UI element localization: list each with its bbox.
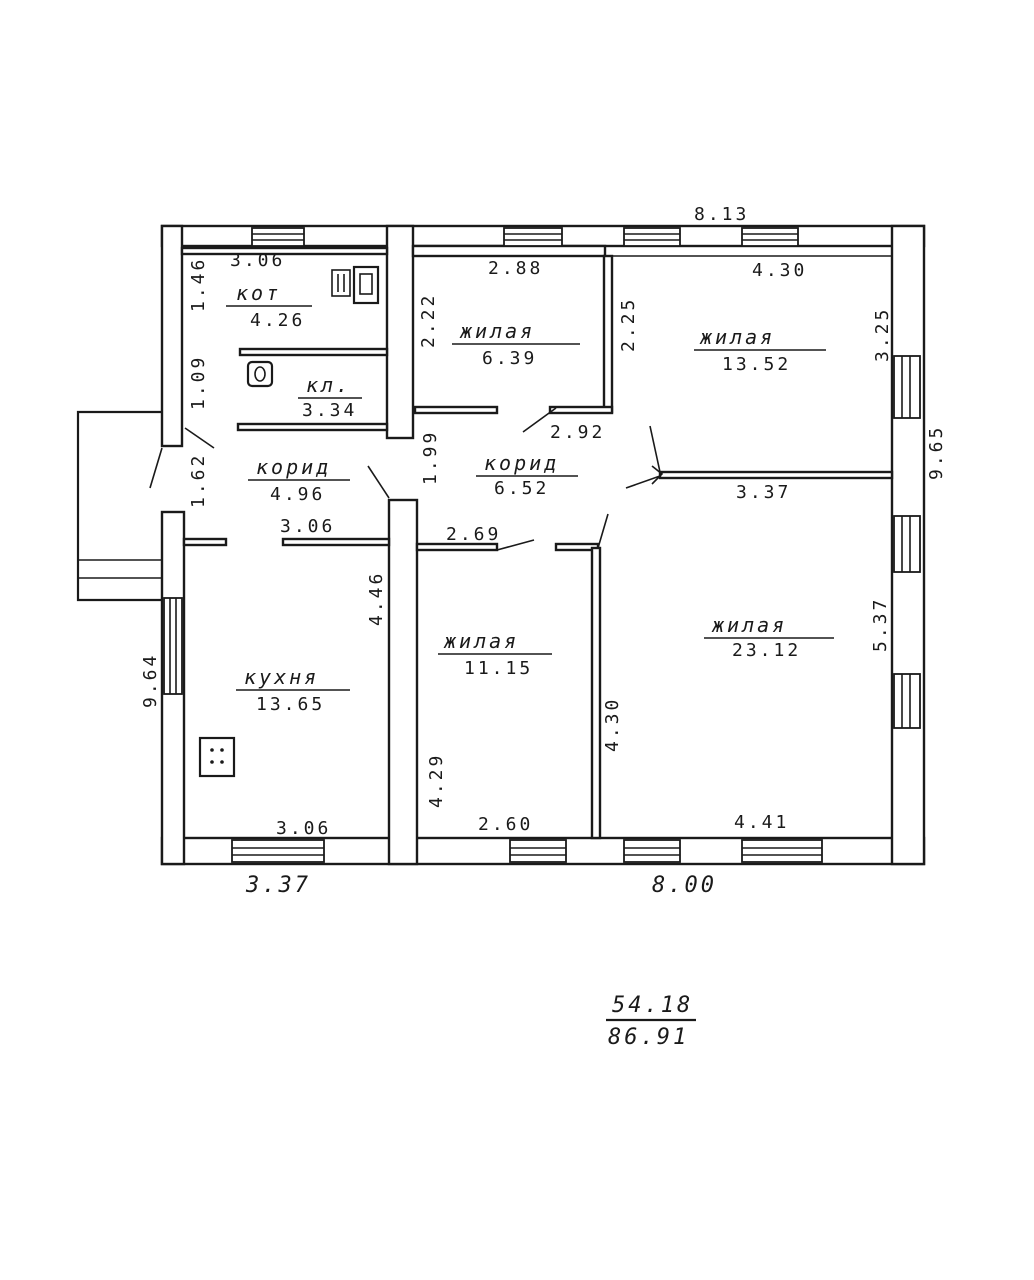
room-labels: кот 4.26 кл. 3.34 корид 4.96 корид 6.52 … bbox=[226, 281, 834, 715]
dim-living3-height: 4.29 bbox=[426, 753, 447, 808]
total-living-area: 54.18 bbox=[612, 993, 693, 1018]
dim-corridor2-width: 2.92 bbox=[550, 422, 605, 443]
dim-overall-width: 8.13 bbox=[694, 204, 749, 225]
dim-corridor1-width: 3.06 bbox=[280, 516, 335, 537]
dim-corridor-door-height: 1.99 bbox=[420, 430, 441, 485]
fixtures bbox=[198, 265, 380, 778]
windows bbox=[163, 227, 921, 863]
room-area-kitchen: 13.65 bbox=[256, 694, 325, 715]
dim-bottom-right: 8.00 bbox=[652, 873, 717, 898]
dim-boiler-width: 3.06 bbox=[230, 250, 285, 271]
dim-pantry-height: 1.09 bbox=[188, 355, 209, 410]
totals: 54.18 86.91 bbox=[606, 993, 696, 1050]
room-area-living-1: 6.39 bbox=[482, 348, 537, 369]
room-area-pantry: 3.34 bbox=[302, 400, 357, 421]
dim-bottom-left: 3.37 bbox=[245, 873, 311, 898]
dim-living2-height: 3.25 bbox=[872, 307, 893, 362]
room-area-living-2: 13.52 bbox=[722, 354, 791, 375]
dim-living1-height: 2.22 bbox=[418, 293, 439, 348]
dim-living4-width: 4.41 bbox=[734, 812, 789, 833]
room-label-pantry: кл. bbox=[306, 373, 351, 397]
dim-boiler-height: 1.46 bbox=[188, 257, 209, 312]
room-label-living-2: жилая bbox=[699, 325, 775, 349]
dim-living1-width: 2.88 bbox=[488, 258, 543, 279]
dim-kitchen-height: 4.46 bbox=[366, 571, 387, 626]
room-label-corridor-2: корид bbox=[484, 451, 559, 475]
stove-icon bbox=[352, 265, 380, 305]
kitchen-stove-icon bbox=[198, 736, 236, 778]
room-label-living-4: жилая bbox=[711, 613, 787, 637]
room-area-living-3: 11.15 bbox=[464, 658, 533, 679]
door-swings bbox=[184, 407, 664, 551]
room-label-living-1: жилая bbox=[459, 319, 535, 343]
room-area-boiler: 4.26 bbox=[250, 310, 305, 331]
room-area-corridor-1: 4.96 bbox=[270, 484, 325, 505]
dim-living2-width: 4.30 bbox=[752, 260, 807, 281]
room-area-living-4: 23.12 bbox=[732, 640, 801, 661]
dim-living3-top: 2.69 bbox=[446, 524, 501, 545]
porch bbox=[76, 410, 163, 602]
toilet-icon bbox=[246, 360, 274, 388]
dim-living1-right-height: 2.25 bbox=[618, 297, 639, 352]
dim-living2-bottom: 3.37 bbox=[736, 482, 791, 503]
dim-kitchen-width: 3.06 bbox=[276, 818, 331, 839]
room-label-corridor-1: корид bbox=[256, 455, 331, 479]
room-label-kitchen: кухня bbox=[244, 665, 319, 689]
dim-living4-left-height: 4.30 bbox=[602, 697, 623, 752]
dim-living4-height: 5.37 bbox=[870, 597, 891, 652]
dimension-labels: 8.13 3.06 2.88 4.30 2.92 3.37 3.06 2.69 … bbox=[230, 204, 807, 898]
room-area-corridor-2: 6.52 bbox=[494, 478, 549, 499]
boiler-unit-icon bbox=[331, 269, 351, 297]
total-area: 86.91 bbox=[608, 1025, 689, 1050]
dim-living3-width: 2.60 bbox=[478, 814, 533, 835]
dim-corridor1-height: 1.62 bbox=[188, 453, 209, 508]
dim-overall-height-right: 9.65 bbox=[926, 425, 947, 480]
room-label-living-3: жилая bbox=[443, 629, 519, 653]
room-label-boiler: кот bbox=[236, 281, 281, 305]
dim-overall-height-left: 9.64 bbox=[140, 653, 161, 708]
vertical-dimension-labels: 1.46 1.09 1.62 9.64 4.46 2.22 2.25 3.25 … bbox=[140, 257, 947, 808]
